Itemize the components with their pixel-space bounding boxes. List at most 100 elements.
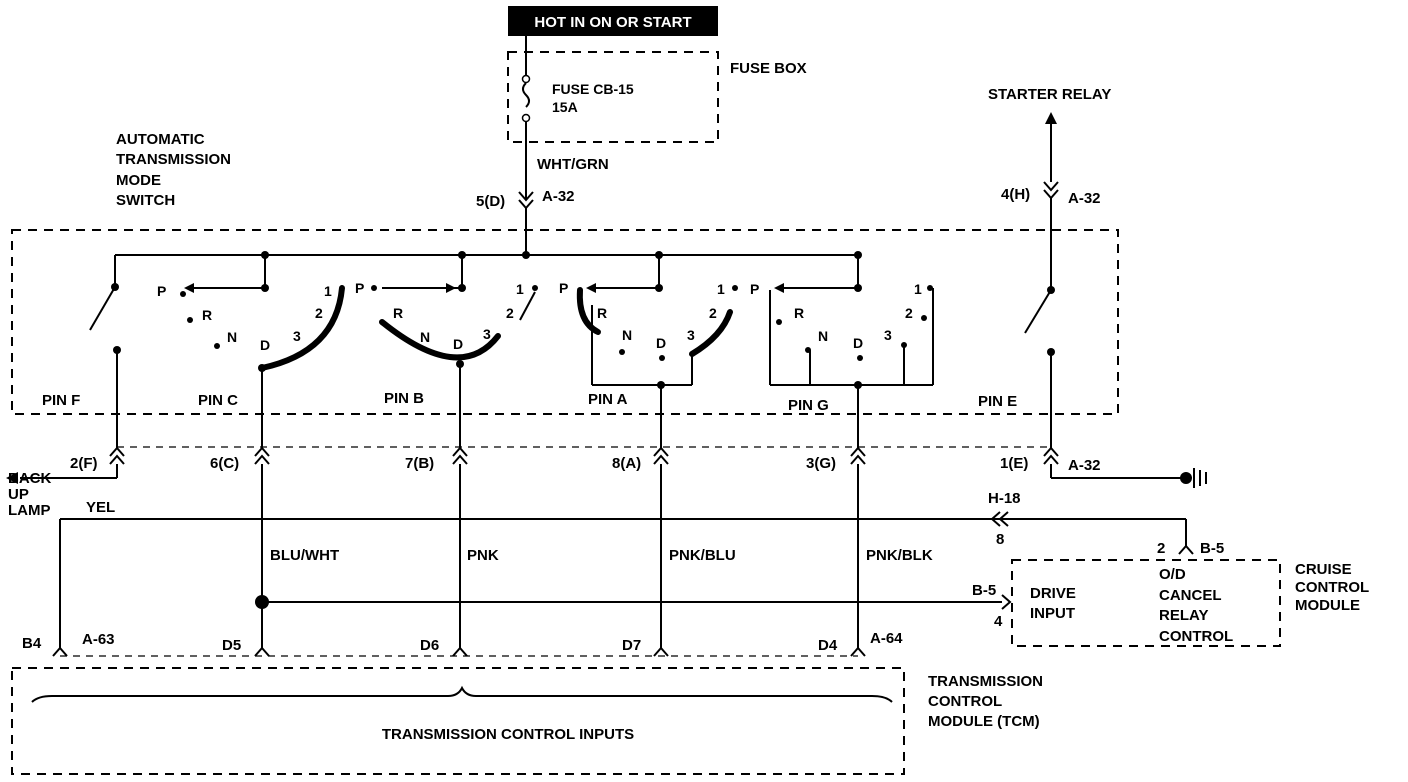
svg-text:P: P bbox=[750, 281, 759, 297]
svg-text:R: R bbox=[202, 307, 212, 323]
h18-pin: 8 bbox=[996, 531, 1004, 548]
svg-text:R: R bbox=[393, 305, 403, 321]
drive-input-2: INPUT bbox=[1030, 605, 1075, 622]
pin-c-label: PIN C bbox=[198, 392, 238, 409]
cruise-module-outline bbox=[1011, 559, 1281, 647]
mode-switch-outline bbox=[11, 229, 1119, 415]
svg-text:P: P bbox=[355, 280, 364, 296]
switch-title-2: TRANSMISSION bbox=[116, 151, 231, 168]
top-power-pin: 5(D) bbox=[476, 193, 505, 210]
svg-text:2: 2 bbox=[905, 305, 913, 321]
conn-1e: 1(E) bbox=[1000, 455, 1028, 472]
tcm-pin-d5: D5 bbox=[222, 637, 241, 654]
tcm-title-2: CONTROL bbox=[928, 693, 1002, 710]
conn-2f: 2(F) bbox=[70, 455, 98, 472]
h18-conn: H-18 bbox=[988, 490, 1021, 507]
svg-text:1: 1 bbox=[516, 281, 524, 297]
od-label-2: CANCEL bbox=[1159, 587, 1222, 604]
wire-g-label: PNK/BLK bbox=[866, 547, 933, 564]
fuse-symbol bbox=[521, 36, 531, 200]
b5-top-connector bbox=[1178, 544, 1194, 555]
tcm-pin-d7: D7 bbox=[622, 637, 641, 654]
wire-a-label: PNK/BLU bbox=[669, 547, 736, 564]
b5-left-connector bbox=[1001, 594, 1012, 610]
switch-title-1: AUTOMATIC bbox=[116, 131, 205, 148]
fuse-box-outline bbox=[507, 51, 719, 143]
svg-text:N: N bbox=[227, 329, 237, 345]
pin-g-label: PIN G bbox=[788, 397, 829, 414]
tcm-connectors bbox=[52, 646, 866, 657]
wire-c-label: BLU/WHT bbox=[270, 547, 339, 564]
fuse-box-title: FUSE BOX bbox=[730, 60, 807, 77]
switch-title-3: MODE bbox=[116, 172, 161, 189]
svg-text:2: 2 bbox=[506, 305, 514, 321]
h18-connector bbox=[990, 511, 1009, 527]
conn-6c: 6(C) bbox=[210, 455, 239, 472]
svg-text:R: R bbox=[597, 305, 607, 321]
backup-label-3: LAMP bbox=[8, 502, 51, 519]
svg-text:3: 3 bbox=[293, 328, 301, 344]
starter-pin: 4(H) bbox=[1001, 186, 1030, 203]
fuse-name: FUSE CB-15 bbox=[552, 81, 634, 97]
tcm-pin-d6: D6 bbox=[420, 637, 439, 654]
svg-text:N: N bbox=[420, 329, 430, 345]
starter-connector bbox=[1043, 181, 1059, 200]
svg-text:D: D bbox=[453, 336, 463, 352]
svg-text:1: 1 bbox=[914, 281, 922, 297]
switch-title-4: SWITCH bbox=[116, 192, 175, 209]
svg-text:3: 3 bbox=[687, 327, 695, 343]
svg-text:3: 3 bbox=[884, 327, 892, 343]
b5-left-pin: 4 bbox=[994, 613, 1003, 630]
svg-text:1: 1 bbox=[717, 281, 725, 297]
tcm-conn-left: A-63 bbox=[82, 631, 115, 648]
od-label-1: O/D bbox=[1159, 566, 1186, 583]
pin-a-label: PIN A bbox=[588, 391, 628, 408]
backup-label-2: UP bbox=[8, 486, 29, 503]
wire-b-label: PNK bbox=[467, 547, 499, 564]
svg-text:D: D bbox=[656, 335, 666, 351]
tcm-inputs-label: TRANSMISSION CONTROL INPUTS bbox=[382, 726, 634, 743]
pin-b-section bbox=[371, 283, 538, 448]
drive-input-1: DRIVE bbox=[1030, 585, 1076, 602]
svg-text:2: 2 bbox=[709, 305, 717, 321]
svg-text:D: D bbox=[853, 335, 863, 351]
b5-left-conn: B-5 bbox=[972, 582, 996, 599]
ground-conn: A-32 bbox=[1068, 457, 1101, 474]
starter-relay-label: STARTER RELAY bbox=[988, 86, 1111, 103]
tcm-conn-right: A-64 bbox=[870, 630, 903, 647]
switch-bus bbox=[114, 251, 862, 288]
pin-g-section bbox=[769, 283, 934, 448]
pin-f-label: PIN F bbox=[42, 392, 80, 409]
yel-wire-label: YEL bbox=[86, 499, 115, 516]
starter-conn: A-32 bbox=[1068, 190, 1101, 207]
pin-c-section bbox=[180, 283, 345, 448]
tcm-pin-b4: B4 bbox=[22, 635, 42, 652]
pin-f-switch bbox=[89, 283, 121, 448]
b5-top-conn: B-5 bbox=[1200, 540, 1224, 557]
backup-arrow-icon bbox=[6, 472, 18, 484]
conn-7b: 7(B) bbox=[405, 455, 434, 472]
cruise-title-2: CONTROL bbox=[1295, 579, 1369, 596]
pin-b-label: PIN B bbox=[384, 390, 424, 407]
tcm-title-3: MODULE (TCM) bbox=[928, 713, 1040, 730]
svg-text:3: 3 bbox=[483, 326, 491, 342]
cruise-title-3: MODULE bbox=[1295, 597, 1360, 614]
starter-relay-arrow-icon bbox=[1045, 112, 1057, 124]
hot-label-box bbox=[508, 6, 718, 36]
svg-text:N: N bbox=[818, 328, 828, 344]
svg-text:D: D bbox=[260, 337, 270, 353]
cruise-title-1: CRUISE bbox=[1295, 561, 1352, 578]
backup-label-1: BACK bbox=[8, 470, 51, 487]
pin-e-label: PIN E bbox=[978, 393, 1017, 410]
tcm-brace bbox=[31, 685, 893, 703]
fuse-rating: 15A bbox=[552, 99, 578, 115]
svg-text:P: P bbox=[559, 280, 568, 296]
tcm-pin-d4: D4 bbox=[818, 637, 838, 654]
hot-label: HOT IN ON OR START bbox=[534, 14, 691, 31]
b5-top-pin: 2 bbox=[1157, 540, 1165, 557]
bottom-connectors bbox=[109, 446, 1059, 465]
tcm-outline bbox=[11, 667, 905, 775]
od-label-4: CONTROL bbox=[1159, 628, 1233, 645]
